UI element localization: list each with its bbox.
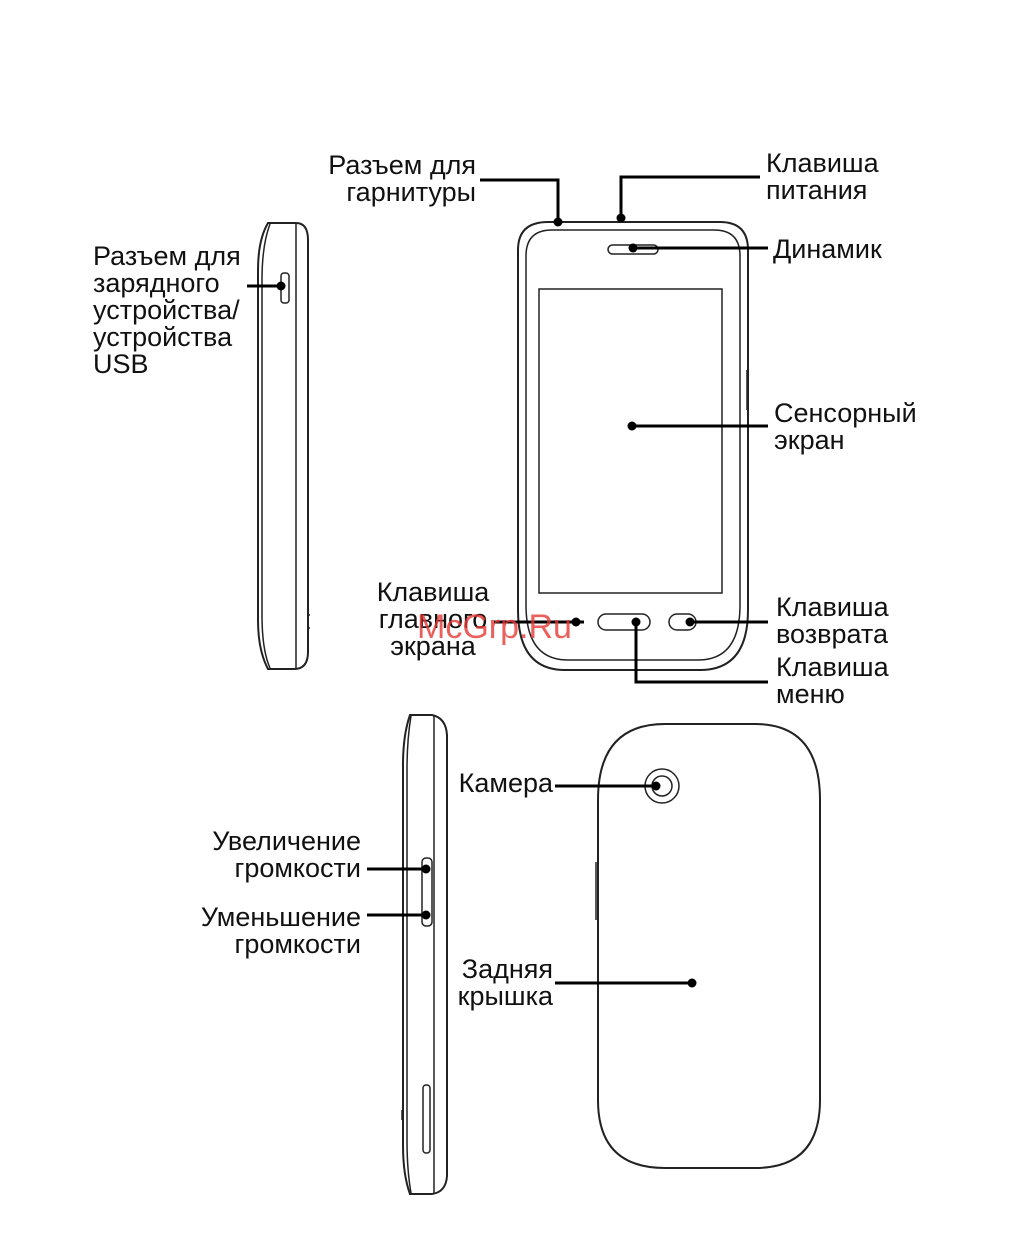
phone-side-view-top: [258, 223, 310, 669]
phone-back-view: [596, 724, 820, 1168]
watermark: McGrp.Ru: [417, 608, 572, 647]
label-charger-usb: Разъем для зарядного устройства/ устройс…: [93, 243, 241, 378]
label-camera: Камера: [459, 770, 553, 797]
phone-front-view: [518, 222, 748, 670]
phone-side-view-bottom: [402, 715, 447, 1194]
label-speaker: Динамик: [773, 236, 882, 263]
